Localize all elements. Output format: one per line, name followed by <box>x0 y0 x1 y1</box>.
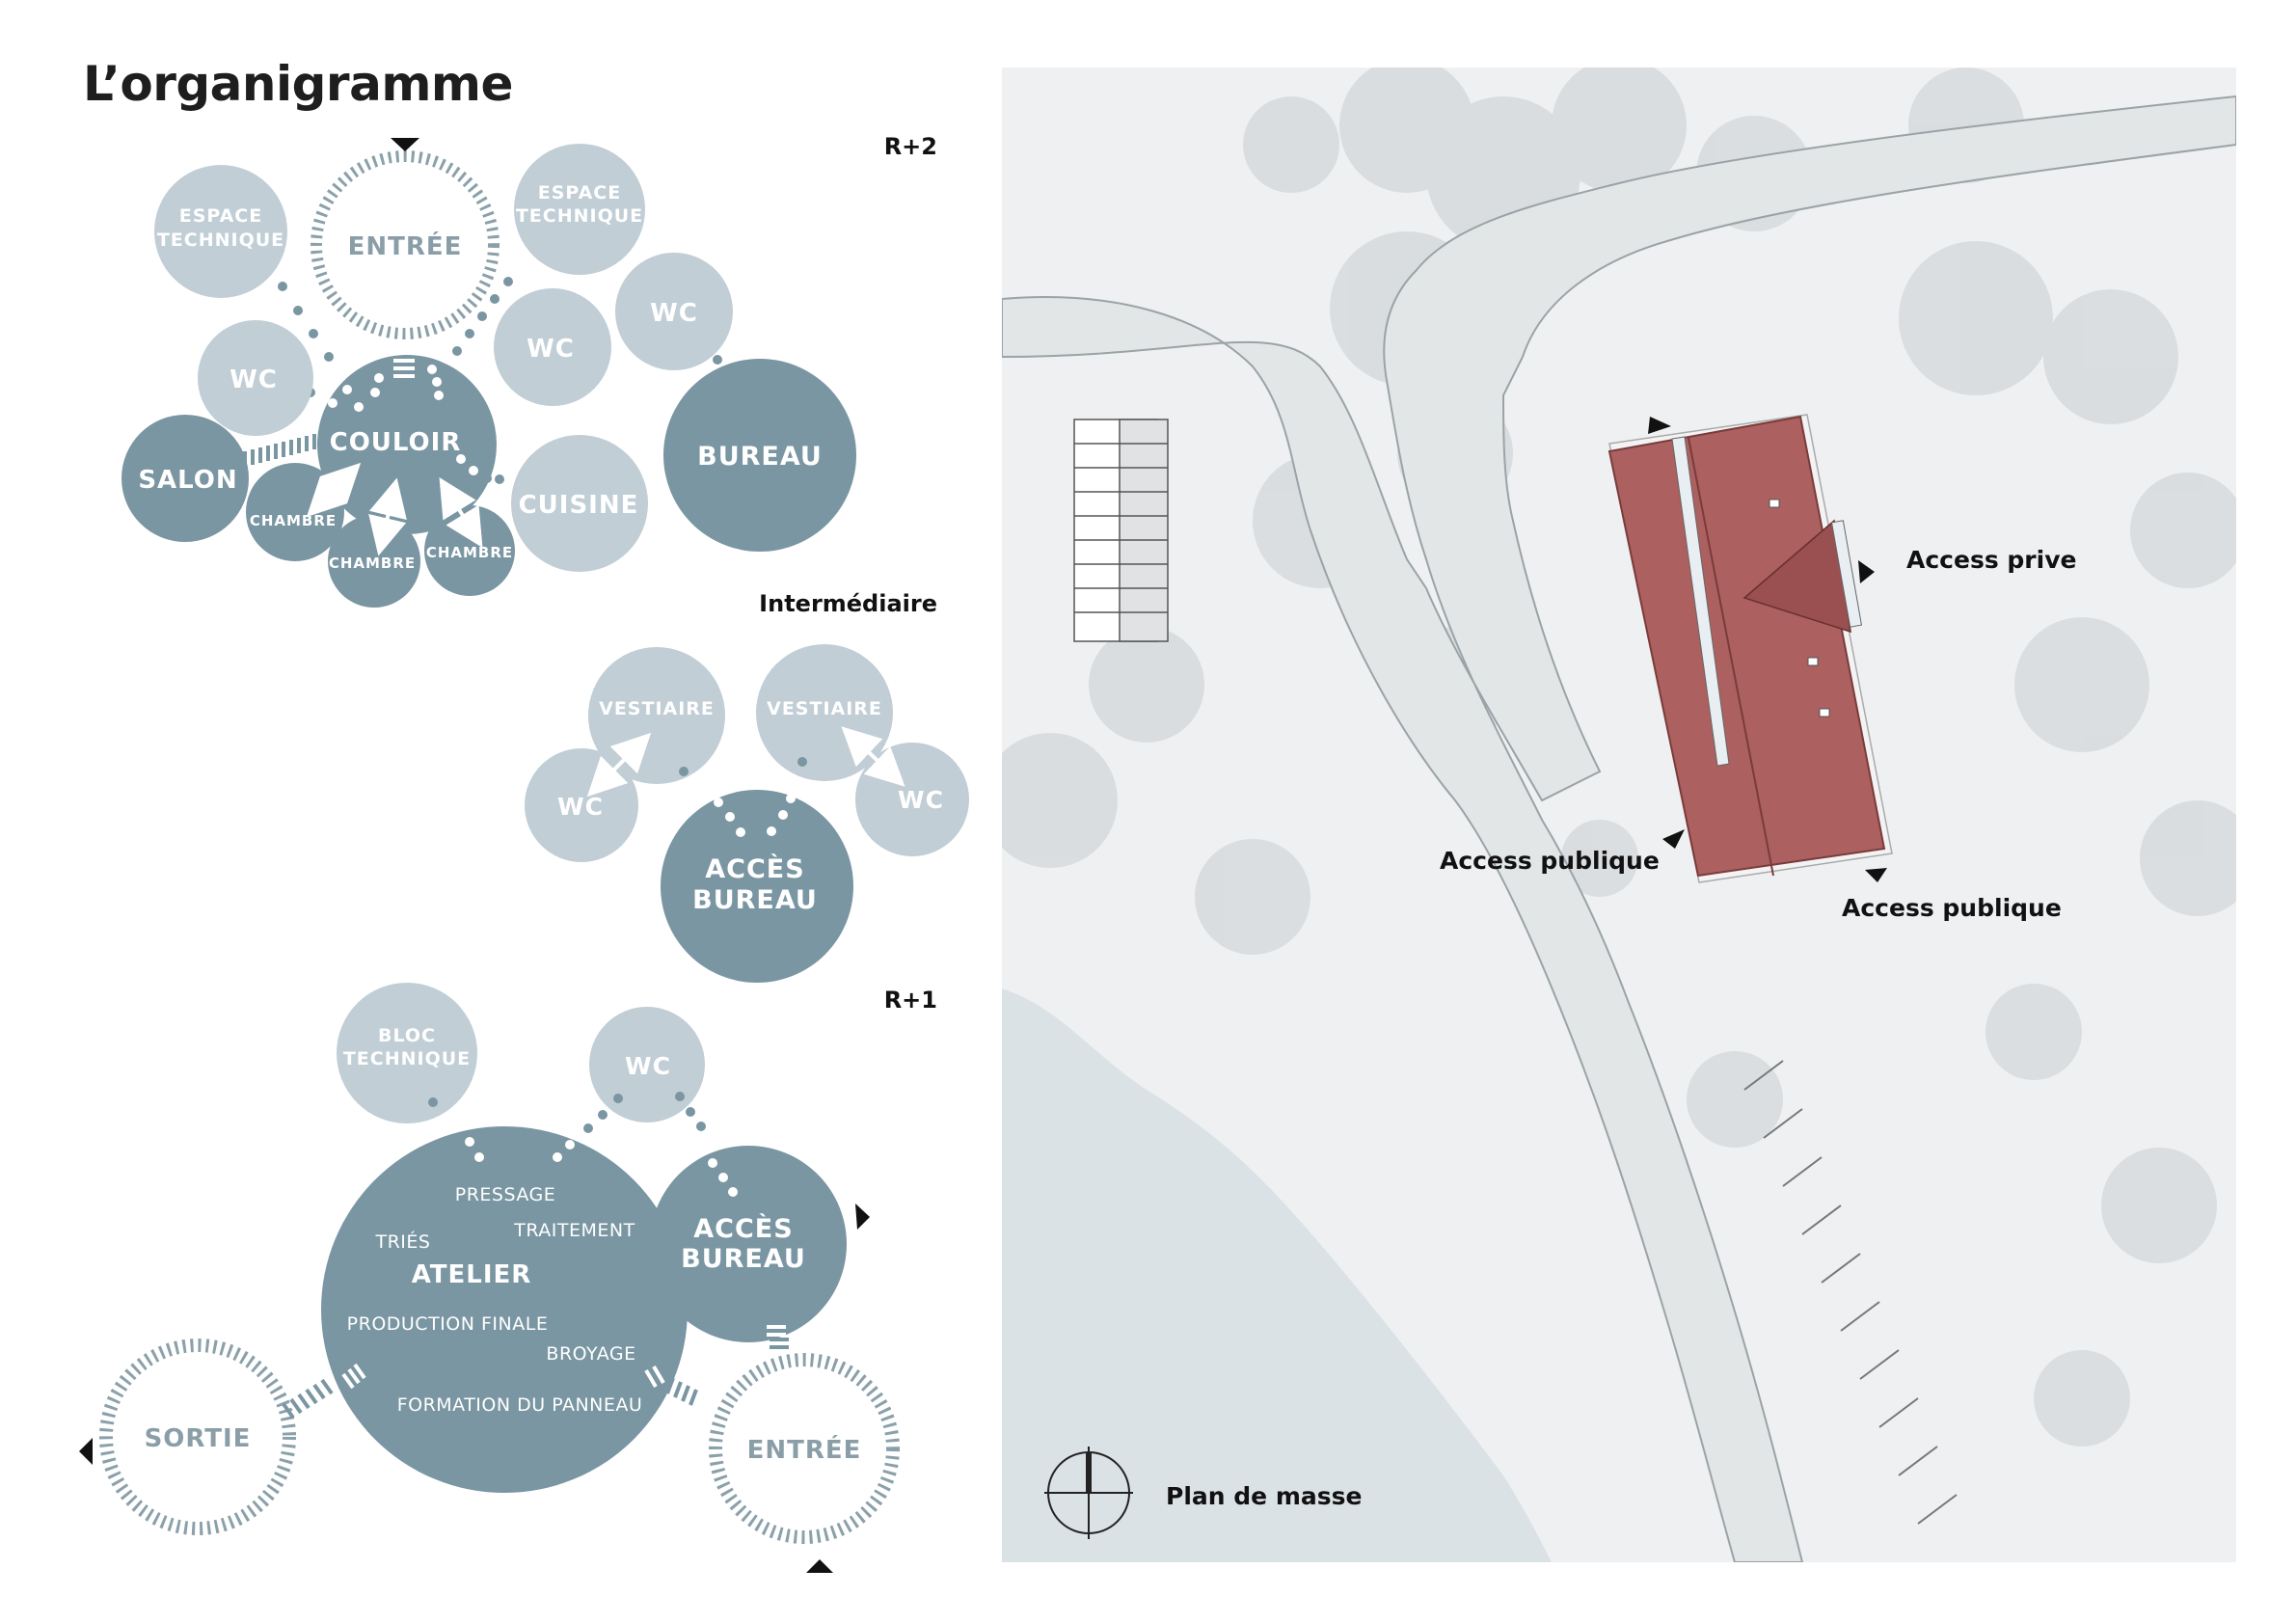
access-arrow-bottom-icon <box>1865 868 1887 882</box>
level-r1-group: BLOC TECHNIQUE WC PRESSAGE TRAITEMENT TR… <box>79 983 900 1573</box>
label-bloc-technique-2: TECHNIQUE <box>343 1048 471 1069</box>
label-chambre-1: CHAMBRE <box>250 512 337 529</box>
organigramme-diagram: R+2 Intermédiaire R+1 <box>79 133 969 1573</box>
label-acces-bureau-int-2: BUREAU <box>692 885 818 915</box>
label-production-finale: PRODUCTION FINALE <box>347 1313 549 1335</box>
label-wc-int-right: WC <box>898 786 944 814</box>
label-espace-technique-left-1: ESPACE <box>179 205 262 227</box>
ring-sortie <box>99 1339 296 1535</box>
label-formation: FORMATION DU PANNEAU <box>397 1394 643 1416</box>
label-access-prive: Access prive <box>1906 546 2076 574</box>
level-label-intermediate: Intermédiaire <box>759 590 937 617</box>
label-tries: TRIÉS <box>375 1231 431 1253</box>
access-arrow-right-icon <box>1858 560 1875 583</box>
label-chambre-3: CHAMBRE <box>426 544 513 561</box>
bubble-espace-technique-right <box>514 144 645 275</box>
label-sortie: SORTIE <box>145 1424 252 1453</box>
label-vestiaire-left: VESTIAIRE <box>599 698 715 719</box>
label-wc-r1: WC <box>625 1052 671 1080</box>
arrow-right-icon <box>855 1204 870 1230</box>
label-wc-mid: WC <box>527 335 575 364</box>
label-entree-r1: ENTRÉE <box>747 1434 862 1465</box>
parking-structure <box>1073 419 1169 642</box>
label-acces-bureau-r1-1: ACCÈS <box>693 1213 793 1244</box>
label-acces-bureau-r1-2: BUREAU <box>681 1244 806 1274</box>
bubble-salon <box>122 415 249 542</box>
label-chambre-2: CHAMBRE <box>329 555 416 572</box>
label-wc-right: WC <box>650 299 698 328</box>
label-access-publique-right: Access publique <box>1842 894 2062 922</box>
label-vestiaire-right: VESTIAIRE <box>767 698 882 719</box>
bubble-wc-mid <box>494 288 611 406</box>
ring-entree-r2 <box>311 150 500 339</box>
water-area <box>1002 988 1552 1562</box>
bubble-acces-bureau-int <box>661 790 853 983</box>
arrow-left-icon <box>79 1438 93 1465</box>
bubble-bloc-technique <box>337 983 477 1123</box>
access-arrow-left-icon <box>1662 829 1685 849</box>
access-arrow-top-icon <box>1648 417 1671 434</box>
arrow-down-icon <box>391 138 419 151</box>
bubble-cuisine <box>511 435 648 572</box>
bubble-wc-right <box>615 253 733 370</box>
label-plan-de-masse: Plan de masse <box>1166 1482 1362 1510</box>
label-cuisine: CUISINE <box>519 491 639 520</box>
level-intermediate-group: VESTIAIRE VESTIAIRE WC WC ACCÈS BUREAU <box>525 644 969 983</box>
label-access-publique-left: Access publique <box>1440 847 1660 875</box>
bubble-espace-technique-left <box>154 165 287 298</box>
bubble-atelier <box>321 1126 688 1493</box>
label-salon: SALON <box>138 466 237 495</box>
ring-entree-r1 <box>709 1353 900 1544</box>
level-label-r2: R+2 <box>884 133 937 160</box>
label-pressage: PRESSAGE <box>455 1184 556 1205</box>
level-r2-group: ESPACE TECHNIQUE ESPACE TECHNIQUE ENTRÉE… <box>122 138 856 608</box>
label-espace-technique-right-2: TECHNIQUE <box>516 205 643 227</box>
arrow-up-icon <box>806 1559 833 1573</box>
label-bureau: BUREAU <box>697 442 823 472</box>
label-broyage: BROYAGE <box>546 1343 635 1365</box>
road <box>1002 95 2236 1562</box>
building-roof <box>1607 414 1893 883</box>
label-couloir: COULOIR <box>330 428 462 457</box>
bubble-acces-bureau-r1 <box>650 1146 847 1342</box>
label-espace-technique-right-1: ESPACE <box>538 182 621 203</box>
bubble-bureau <box>663 359 856 552</box>
label-espace-technique-left-2: TECHNIQUE <box>157 230 284 251</box>
north-arrow-icon <box>1044 1447 1133 1539</box>
level-label-r1: R+1 <box>884 987 937 1014</box>
label-traitement: TRAITEMENT <box>513 1220 635 1241</box>
bubble-wc-left <box>198 320 313 436</box>
page-title: L’organigramme <box>83 56 513 112</box>
site-plan-map: Access prive Access publique Access publ… <box>1002 68 2236 1562</box>
label-atelier: ATELIER <box>412 1260 532 1289</box>
label-wc-int-left: WC <box>557 793 604 821</box>
label-wc-left: WC <box>230 365 278 394</box>
label-bloc-technique-1: BLOC <box>378 1025 436 1046</box>
label-entree-r2: ENTRÉE <box>348 230 463 261</box>
label-acces-bureau-int-1: ACCÈS <box>705 853 804 884</box>
